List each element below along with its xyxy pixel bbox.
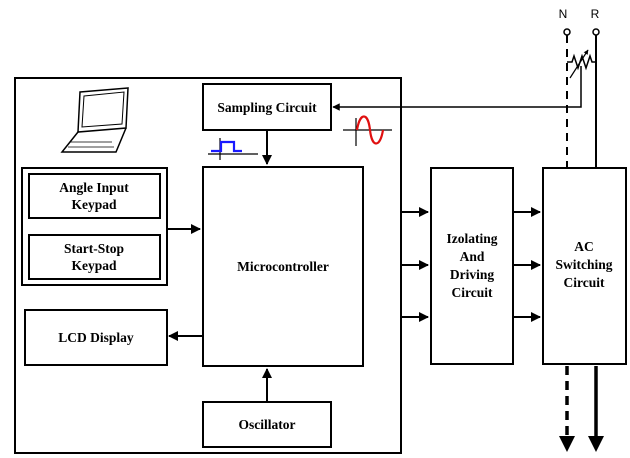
square-pulse-icon [208,138,258,160]
terminal-r-node [592,28,600,36]
lcd-display-label: LCD Display [58,330,134,345]
terminal-r-label: R [591,7,600,21]
oscillator-block [202,401,332,448]
sampling-circuit-block [202,83,332,131]
ac-switching-block [542,167,627,365]
angle-input-label-line1: Angle Input [59,180,129,195]
terminal-n-node [563,28,571,36]
phase-output-arrow [588,366,604,452]
izolating-label-line2: And [460,249,485,264]
start-stop-keypad-block [28,234,161,280]
ac-switching-label-line2: Switching [555,257,612,272]
izolating-label-line4: Circuit [452,285,493,300]
angle-input-label-line2: Keypad [71,197,117,212]
ac-switching-label-line1: AC [574,239,594,254]
microcontroller-block [202,166,364,367]
izolating-label-line1: Izolating [446,231,497,246]
sampling-circuit-label: Sampling Circuit [217,100,317,115]
terminal-n-label: N [559,7,568,21]
izolating-driving-block [430,167,514,365]
oscillator-label: Oscillator [239,417,296,432]
neutral-output-arrow [559,366,575,452]
start-stop-label-line1: Start-Stop [64,241,124,256]
microcontroller-label: Microcontroller [237,259,329,274]
start-stop-label-line2: Keypad [71,258,117,273]
variable-resistor-icon [567,49,596,79]
ac-switching-label-line3: Circuit [564,275,605,290]
sine-wave-icon [343,115,392,146]
angle-input-keypad-block [28,173,161,219]
sampling-feedback-arrow [332,66,582,111]
laptop-icon [60,87,129,153]
lcd-display-block [24,309,168,366]
izolating-label-line3: Driving [450,267,495,282]
